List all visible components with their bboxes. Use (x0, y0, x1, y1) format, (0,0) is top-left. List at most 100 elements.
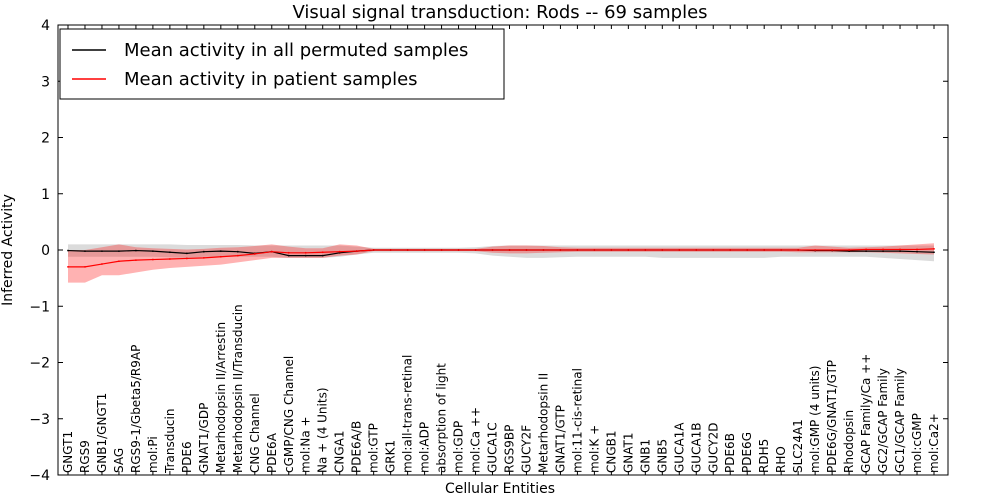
data-point (678, 249, 681, 251)
data-point (219, 255, 222, 258)
data-point (355, 250, 358, 253)
y-tick-label: 3 (41, 74, 50, 90)
x-tick-label: Metarhodopsin II (536, 373, 550, 473)
x-tick-label: GUCA1C (486, 422, 500, 473)
data-point (135, 259, 137, 262)
data-point (525, 249, 528, 251)
x-tick-label: CNGB1 (604, 430, 618, 473)
confidence-band-patient (68, 243, 934, 283)
data-point (865, 248, 867, 251)
data-point (389, 249, 392, 251)
legend: Mean activity in all permuted samples Me… (59, 28, 505, 100)
data-point (152, 258, 154, 261)
data-point (899, 250, 901, 253)
data-point (219, 250, 222, 253)
y-tick-label: 4 (41, 18, 50, 34)
x-tick-label: Na + (4 Units) (316, 387, 330, 473)
data-point (67, 249, 69, 252)
chart-title: Visual signal transduction: Rods -- 69 s… (292, 2, 707, 23)
x-tick-label: GNB5 (655, 439, 669, 473)
y-tick-label: 2 (41, 131, 50, 147)
data-point (406, 249, 409, 251)
x-tick-label: Metarhodopsin II/Arrestin (214, 322, 228, 473)
x-tick-label: CNGA1 (333, 431, 347, 474)
data-point (797, 249, 800, 251)
data-point (118, 260, 120, 263)
data-point (814, 249, 817, 251)
data-point (933, 251, 935, 254)
data-point (559, 249, 562, 251)
x-tick-label: GNB1 (638, 439, 652, 473)
x-tick-label: PDE6A/B (350, 421, 364, 473)
data-point (338, 250, 341, 253)
x-tick-label: GUCY2D (706, 423, 720, 473)
confidence-band-permuted (68, 244, 934, 262)
x-tick-label: SLC24A1 (791, 419, 805, 473)
data-point (135, 249, 137, 252)
data-point (729, 249, 732, 251)
data-point (457, 249, 460, 251)
data-point (865, 250, 867, 253)
x-tick-label: RDH5 (757, 439, 771, 473)
data-point (101, 250, 103, 253)
x-tick-label: GNB1/GNGT1 (95, 393, 109, 473)
x-tick-label: GNGT1 (61, 431, 75, 473)
data-point (882, 248, 884, 251)
data-point (304, 254, 307, 257)
x-tick-label: GUCA1A (672, 422, 686, 473)
data-point (899, 248, 901, 251)
data-point (67, 265, 69, 268)
data-point (236, 254, 239, 257)
data-point (168, 258, 171, 260)
y-tick-label: −2 (29, 356, 50, 372)
data-point (321, 251, 324, 254)
x-tick-label: mol:GTP (367, 423, 381, 473)
x-tick-label: RGS9 (78, 440, 92, 473)
x-tick-label: GUCY2F (519, 425, 533, 473)
data-point (84, 250, 86, 253)
x-tick-label: GC1/GCAP Family (893, 368, 907, 473)
legend-label-permuted: Mean activity in all permuted samples (124, 40, 468, 61)
data-point (593, 249, 596, 251)
x-tick-label: PDE6G (740, 432, 754, 473)
data-point (423, 249, 426, 251)
x-tick-label: RGS9-1/Gbeta5/R9AP (129, 345, 143, 473)
data-point (831, 249, 834, 251)
y-tick-label: −4 (29, 468, 50, 484)
x-tick-label: mol:Ca ++ (469, 407, 483, 473)
x-tick-label: GUCA1B (689, 422, 703, 473)
x-tick-label: mol:all-trans-retinal (401, 355, 415, 473)
y-tick-label: 0 (41, 243, 50, 259)
data-point (185, 252, 188, 255)
x-tick-label: mol:Ca2+ (927, 413, 941, 473)
data-point (202, 250, 205, 253)
data-point (695, 249, 698, 251)
y-tick-label: −3 (29, 412, 50, 428)
x-tick-label: PDE6A (265, 432, 279, 473)
data-point (168, 251, 171, 254)
x-tick-label: cGMP/CNG Channel (282, 356, 296, 473)
data-point (882, 250, 884, 253)
x-tick-label: GRK1 (384, 440, 398, 473)
legend-box (59, 28, 505, 100)
data-point (304, 251, 307, 254)
data-point (372, 249, 375, 251)
confidence-bands (68, 243, 934, 283)
x-tick-label: CNG Channel (248, 393, 262, 473)
y-tick-label: −1 (29, 299, 50, 315)
data-point (236, 250, 239, 253)
data-point (101, 263, 103, 265)
x-tick-label: GC2/GCAP Family (876, 368, 890, 473)
data-point (152, 250, 154, 253)
series-lines (67, 247, 935, 268)
x-tick-label: Transducin (163, 409, 177, 474)
data-point (763, 249, 766, 251)
series-line-patient (68, 248, 935, 268)
data-point (508, 249, 511, 251)
data-point (576, 249, 579, 251)
x-tick-label: Rhodopsin (842, 410, 856, 473)
x-tick-label: mol:11-cis-retinal (570, 368, 584, 473)
